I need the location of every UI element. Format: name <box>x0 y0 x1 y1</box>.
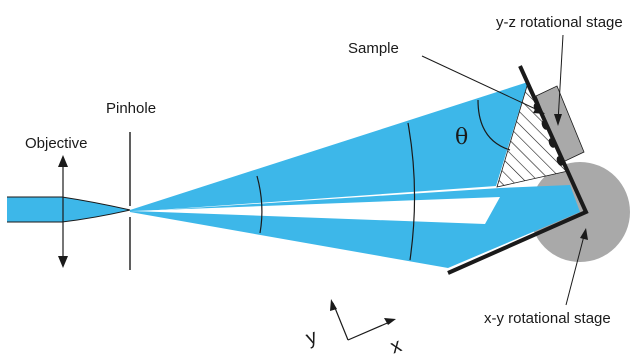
x-axis-arrow <box>347 320 393 341</box>
objective-arrowhead-bottom <box>58 256 68 268</box>
objective-beam <box>7 197 130 222</box>
objective-label: Objective <box>25 135 88 152</box>
yz-stage-leader <box>557 34 564 123</box>
theta-label: θ <box>455 125 468 150</box>
theta-angle-arc <box>477 99 511 151</box>
x-axis-arrowhead <box>384 318 396 325</box>
wavefront-arc-near <box>256 175 263 234</box>
yz-stage-leader-head <box>554 114 562 126</box>
sample-leader-head <box>533 106 545 114</box>
sample-label: Sample <box>348 40 399 57</box>
objective-arrowhead-top <box>58 155 68 167</box>
sample-leader <box>421 55 543 113</box>
axis-x-label: x <box>388 334 405 356</box>
y-axis-arrowhead <box>330 299 337 311</box>
xy-stage-leader-head <box>580 228 588 240</box>
xy-stage-label: x-y rotational stage <box>484 310 611 327</box>
axis-y-label: y <box>303 326 320 350</box>
yz-stage-label: y-z rotational stage <box>496 14 623 31</box>
sample-mount <box>447 65 589 275</box>
xy-stage-leader <box>565 231 586 306</box>
pinhole-label: Pinhole <box>106 100 156 117</box>
beam-gap <box>132 197 500 224</box>
wavefront-arc-far <box>407 122 416 261</box>
incident-beam-cone <box>130 82 528 212</box>
